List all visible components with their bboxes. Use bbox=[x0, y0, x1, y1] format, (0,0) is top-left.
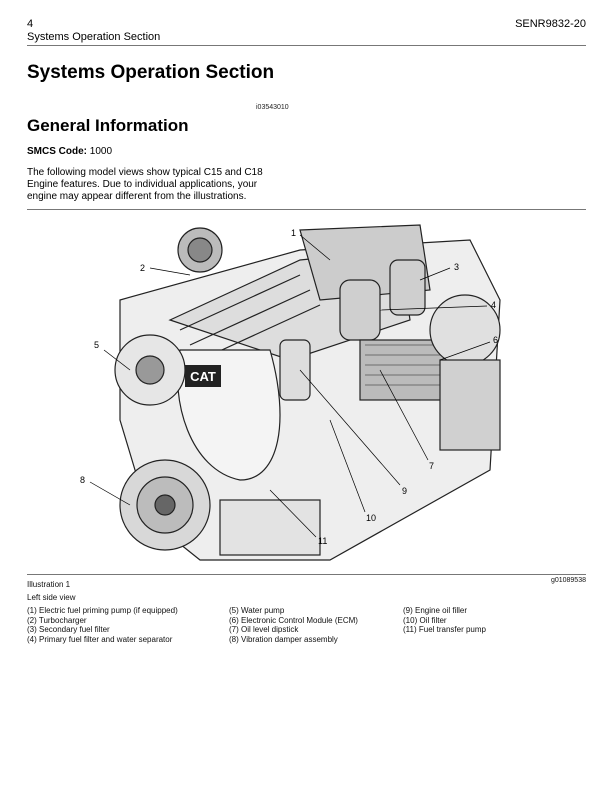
legend-item: (5) Water pump bbox=[229, 606, 285, 615]
callout-5: 5 bbox=[94, 340, 99, 350]
legend-column-1: (1) Electric fuel priming pump (if equip… bbox=[27, 606, 178, 644]
callout-2: 2 bbox=[140, 263, 145, 273]
callout-9: 9 bbox=[402, 486, 407, 496]
legend-item: (10) Oil filter bbox=[403, 615, 447, 625]
graphic-id: g01089538 bbox=[550, 577, 586, 584]
callout-7: 7 bbox=[429, 461, 434, 471]
info-id: i03543010 bbox=[256, 104, 289, 111]
callout-10: 10 bbox=[366, 513, 376, 523]
illustration-label: Illustration 1 bbox=[27, 580, 71, 589]
legend-item: (2) Turbocharger bbox=[27, 615, 87, 625]
svg-text:CAT: CAT bbox=[190, 369, 216, 384]
legend-column-2: (5) Water pump (6) Electronic Control Mo… bbox=[229, 606, 358, 644]
running-header-section: Systems Operation Section bbox=[27, 31, 161, 43]
intro-line: Engine features. Due to individual appli… bbox=[27, 179, 258, 190]
callout-11: 11 bbox=[318, 536, 327, 546]
callout-4: 4 bbox=[491, 300, 496, 310]
callout-1: 1 bbox=[291, 228, 296, 238]
illustration-top-divider bbox=[27, 209, 586, 210]
intro-paragraph: The following model views show typical C… bbox=[27, 167, 263, 203]
document-id: SENR9832-20 bbox=[515, 18, 586, 30]
legend-item: (3) Secondary fuel filter bbox=[27, 625, 110, 634]
legend-item: (7) Oil level dipstick bbox=[229, 625, 299, 634]
illustration-bottom-divider bbox=[27, 574, 586, 575]
legend-item: (11) Fuel transfer pump bbox=[403, 625, 486, 634]
section-heading: General Information bbox=[27, 116, 189, 135]
page-number: 4 bbox=[27, 18, 34, 30]
legend-item: (8) Vibration damper assembly bbox=[229, 634, 338, 644]
smcs-code: SMCS Code: 1000 bbox=[27, 146, 112, 158]
intro-line: The following model views show typical C… bbox=[27, 167, 263, 178]
callout-3: 3 bbox=[454, 262, 459, 272]
intro-line: engine may appear different from the ill… bbox=[27, 191, 247, 202]
view-caption: Left side view bbox=[27, 593, 76, 602]
page-title: Systems Operation Section bbox=[27, 62, 275, 83]
header-divider bbox=[27, 45, 586, 46]
legend-item: (1) Electric fuel priming pump (if equip… bbox=[27, 606, 178, 615]
legend-item: (6) Electronic Control Module (ECM) bbox=[229, 615, 358, 625]
cat-logo: CAT bbox=[185, 365, 221, 387]
legend-item: (9) Engine oil filler bbox=[403, 606, 468, 615]
callout-6: 6 bbox=[493, 335, 498, 345]
legend-item: (4) Primary fuel filter and water separa… bbox=[27, 634, 173, 644]
smcs-label: SMCS Code: bbox=[27, 146, 87, 157]
smcs-value: 1000 bbox=[89, 146, 113, 157]
callout-8: 8 bbox=[80, 475, 85, 485]
engine-illustration: CAT 1 2 3 4 5 6 7 8 9 10 11 bbox=[80, 224, 501, 561]
legend-column-3: (9) Engine oil filler (10) Oil filter (1… bbox=[403, 606, 486, 635]
